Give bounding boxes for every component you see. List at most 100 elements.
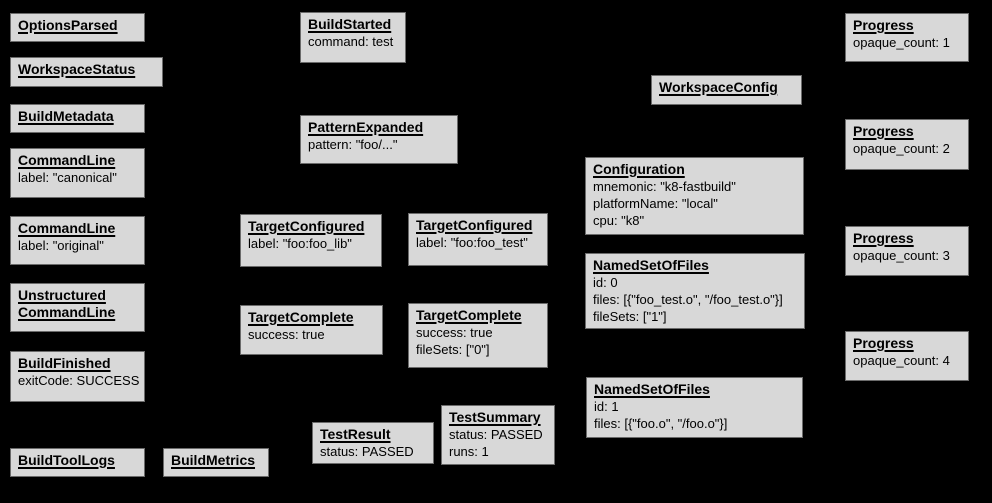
node-title: BuildMetrics xyxy=(171,452,261,469)
node-detail-line: platformName: "local" xyxy=(593,196,718,211)
node-named-set-of-files-1: NamedSetOfFiles id: 1 files: [{"foo.o", "/… xyxy=(586,377,803,438)
node-title: PatternExpanded xyxy=(308,119,450,136)
node-title-line: TargetComplete xyxy=(248,309,354,325)
node-title-line: NamedSetOfFiles xyxy=(594,381,710,397)
node-title: TestSummary xyxy=(449,409,547,426)
node-title-line: TargetComplete xyxy=(416,307,522,323)
node-workspace-status: WorkspaceStatus xyxy=(10,57,163,87)
node-title-line: WorkspaceConfig xyxy=(659,79,778,95)
node-detail-line: files: [{"foo_test.o", "/foo_test.o"}] xyxy=(593,292,783,307)
node-title-line: Configuration xyxy=(593,161,685,177)
node-detail-line: opaque_count: 1 xyxy=(853,35,950,50)
node-test-summary: TestSummary status: PASSED runs: 1 xyxy=(441,405,555,465)
node-title: WorkspaceStatus xyxy=(18,61,155,78)
node-detail-line: fileSets: ["0"] xyxy=(416,342,490,357)
node-command-line-original: CommandLine label: "original" xyxy=(10,216,145,265)
node-detail-line: success: true xyxy=(248,327,325,342)
node-title-line: NamedSetOfFiles xyxy=(593,257,709,273)
node-title: Progress xyxy=(853,230,961,247)
node-title-line: Progress xyxy=(853,230,914,246)
node-title-line: BuildFinished xyxy=(18,355,111,371)
node-detail-line: opaque_count: 4 xyxy=(853,353,950,368)
node-options-parsed: OptionsParsed xyxy=(10,13,145,42)
node-test-result: TestResult status: PASSED xyxy=(312,422,434,464)
node-title-line: Progress xyxy=(853,335,914,351)
node-build-started: BuildStarted command: test xyxy=(300,12,406,63)
node-title-line: CommandLine xyxy=(18,220,116,236)
node-detail-line: opaque_count: 3 xyxy=(853,248,950,263)
node-title-line: TestSummary xyxy=(449,409,541,425)
node-detail-line: label: "canonical" xyxy=(18,170,117,185)
node-named-set-of-files-0: NamedSetOfFiles id: 0 files: [{"foo_test.o… xyxy=(585,253,805,329)
node-progress-3: Progress opaque_count: 3 xyxy=(845,226,969,276)
node-title-line: BuildStarted xyxy=(308,16,392,32)
node-build-tool-logs: BuildToolLogs xyxy=(10,448,145,477)
node-configuration: Configuration mnemonic: "k8-fastbuild" pla… xyxy=(585,157,804,235)
node-detail-line: status: PASSED xyxy=(320,444,414,459)
node-title: TargetConfigured xyxy=(248,218,374,235)
node-detail-line: runs: 1 xyxy=(449,444,489,459)
node-title-line: BuildMetadata xyxy=(18,108,114,124)
node-detail-line: fileSets: ["1"] xyxy=(593,309,667,324)
node-detail-line: cpu: "k8" xyxy=(593,213,645,228)
node-detail-line: success: true xyxy=(416,325,493,340)
node-title: WorkspaceConfig xyxy=(659,79,794,96)
node-title: OptionsParsed xyxy=(18,17,137,34)
node-title: TestResult xyxy=(320,426,426,443)
node-title-line: PatternExpanded xyxy=(308,119,424,135)
node-title-line: WorkspaceStatus xyxy=(18,61,136,77)
node-title-line: BuildMetrics xyxy=(171,452,256,468)
node-detail-line: pattern: "foo/..." xyxy=(308,137,398,152)
node-command-line-canonical: CommandLine label: "canonical" xyxy=(10,148,145,198)
node-detail-line: status: PASSED xyxy=(449,427,543,442)
node-target-complete-foo-test: TargetComplete success: true fileSets: ["0… xyxy=(408,303,548,368)
node-build-metrics: BuildMetrics xyxy=(163,448,269,477)
node-title: BuildMetadata xyxy=(18,108,137,125)
node-title: CommandLine xyxy=(18,220,137,237)
node-target-configured-foo-test: TargetConfigured label: "foo:foo_test" xyxy=(408,213,548,266)
node-title-line: Progress xyxy=(853,123,914,139)
node-detail-line: mnemonic: "k8-fastbuild" xyxy=(593,179,736,194)
node-title-line: BuildToolLogs xyxy=(18,452,115,468)
node-title-line: CommandLine xyxy=(18,152,116,168)
node-title: TargetComplete xyxy=(248,309,375,326)
node-title: Progress xyxy=(853,335,961,352)
node-progress-1: Progress opaque_count: 1 xyxy=(845,13,969,62)
node-detail-line: command: test xyxy=(308,34,394,49)
node-title: Progress xyxy=(853,17,961,34)
node-title-line: TargetConfigured xyxy=(248,218,365,234)
node-target-configured-foo-lib: TargetConfigured label: "foo:foo_lib" xyxy=(240,214,382,267)
node-title: NamedSetOfFiles xyxy=(594,381,795,398)
node-title-line: TestResult xyxy=(320,426,391,442)
node-progress-2: Progress opaque_count: 2 xyxy=(845,119,969,170)
node-detail-line: files: [{"foo.o", "/foo.o"}] xyxy=(594,416,728,431)
node-title: TargetComplete xyxy=(416,307,540,324)
node-title: TargetConfigured xyxy=(416,217,540,234)
node-title-line: Progress xyxy=(853,17,914,33)
node-target-complete-foo-lib: TargetComplete success: true xyxy=(240,305,383,355)
node-title: NamedSetOfFiles xyxy=(593,257,797,274)
node-detail-line: opaque_count: 2 xyxy=(853,141,950,156)
node-build-finished: BuildFinished exitCode: SUCCESS xyxy=(10,351,145,402)
node-detail-line: id: 0 xyxy=(593,275,618,290)
node-detail-line: label: "foo:foo_test" xyxy=(416,235,528,250)
node-progress-4: Progress opaque_count: 4 xyxy=(845,331,969,381)
node-title: Progress xyxy=(853,123,961,140)
node-pattern-expanded: PatternExpanded pattern: "foo/..." xyxy=(300,115,458,164)
node-detail-line: id: 1 xyxy=(594,399,619,414)
node-title-line: TargetConfigured xyxy=(416,217,533,233)
node-title-line: OptionsParsed xyxy=(18,17,118,33)
node-detail-line: exitCode: SUCCESS xyxy=(18,373,140,388)
node-workspace-config: WorkspaceConfig xyxy=(651,75,802,105)
node-title: BuildToolLogs xyxy=(18,452,137,469)
node-detail-line: label: "foo:foo_lib" xyxy=(248,236,352,251)
node-title: Configuration xyxy=(593,161,796,178)
node-title: BuildStarted xyxy=(308,16,398,33)
node-detail-line: label: "original" xyxy=(18,238,104,253)
node-build-metadata: BuildMetadata xyxy=(10,104,145,133)
node-title: BuildFinished xyxy=(18,355,137,372)
node-title-line: Unstructured xyxy=(18,287,106,303)
